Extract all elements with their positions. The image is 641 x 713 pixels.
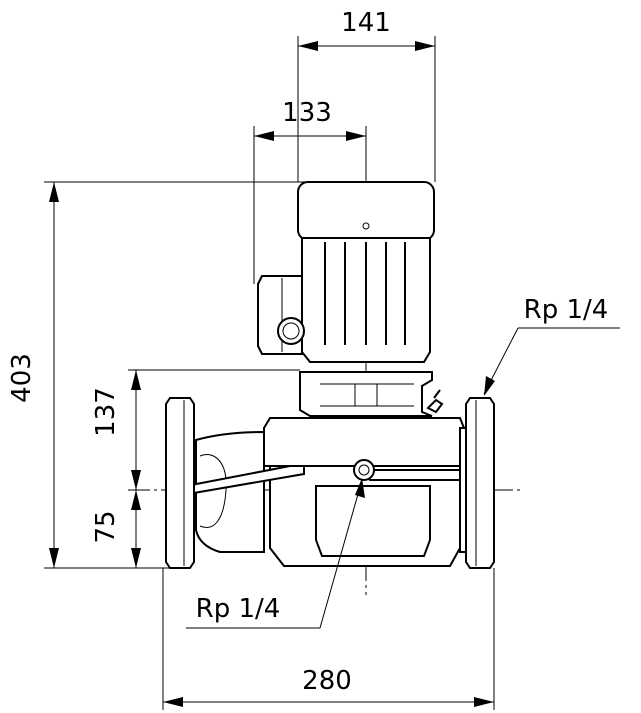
dim-133: 133	[254, 98, 366, 141]
dim-280-arrow-left	[163, 697, 183, 707]
cable-gland-outer	[277, 317, 305, 345]
left-nozzle	[195, 430, 265, 553]
lantern	[299, 371, 433, 417]
dim-403-arrow-bottom	[49, 548, 59, 568]
dim-141-arrow-right	[415, 41, 435, 51]
callout-bottom-label: Rp 1/4	[196, 594, 281, 624]
motor-vent-hole	[362, 222, 370, 230]
housing-bowl	[315, 485, 431, 557]
dim-403-arrow-top	[49, 182, 59, 202]
dim-75: 75	[91, 490, 141, 568]
dim-75-label: 75	[91, 510, 121, 543]
callout-bottom: Rp 1/4	[186, 478, 365, 629]
lantern-outline	[299, 371, 433, 417]
dim-280-arrow-right	[474, 697, 494, 707]
pump-housing	[184, 417, 471, 567]
dim-137-arrow-top	[131, 370, 141, 390]
dim-137: 137	[91, 370, 141, 490]
dim-141: 141	[298, 8, 435, 51]
terminal-box	[257, 275, 305, 355]
vent-valve-body	[426, 398, 444, 414]
dim-137-label: 137	[91, 387, 121, 437]
dim-280-label: 280	[302, 666, 352, 696]
dim-141-arrow-left	[298, 41, 318, 51]
dim-403-label: 403	[7, 353, 37, 403]
coupling-window	[354, 383, 378, 407]
drain-plug-inner	[358, 464, 370, 476]
cable-gland-inner	[282, 322, 300, 340]
right-flange	[465, 397, 495, 569]
callout-right: Rp 1/4	[483, 295, 620, 396]
dim-75-arrow-top	[131, 490, 141, 510]
dim-141-label: 141	[341, 8, 391, 38]
dim-133-arrow-left	[254, 131, 274, 141]
right-diagonal-web	[362, 469, 461, 481]
motor-cap	[297, 181, 435, 241]
callout-bottom-leader	[319, 479, 363, 629]
motor	[297, 181, 435, 363]
housing-top-plate	[263, 417, 465, 467]
left-flange	[165, 397, 195, 569]
dim-137-arrow-bottom	[131, 470, 141, 490]
drain-plug-outer	[353, 459, 375, 481]
dim-133-label: 133	[282, 98, 332, 128]
dim-403: 403	[7, 182, 59, 568]
dim-133-arrow-right	[346, 131, 366, 141]
dim-75-arrow-bottom	[131, 548, 141, 568]
vent-valve	[426, 389, 444, 414]
callout-right-arrow	[484, 376, 495, 396]
callout-bottom-arrow	[355, 478, 365, 498]
dim-280: 280	[163, 666, 494, 707]
left-nozzle-contour	[199, 454, 227, 528]
vent-valve-stem	[433, 389, 441, 399]
callout-right-label: Rp 1/4	[524, 295, 609, 325]
